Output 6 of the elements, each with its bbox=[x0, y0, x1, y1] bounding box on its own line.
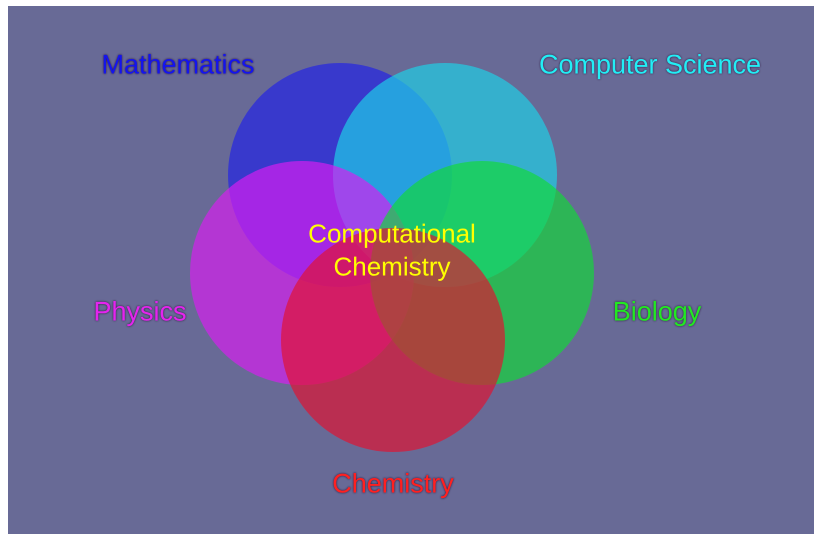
circle-label: Mathematics bbox=[101, 50, 255, 80]
circle-label: Chemistry bbox=[332, 468, 454, 500]
circle-label: Computer Science bbox=[538, 50, 762, 80]
center-label: Computational Chemistry bbox=[307, 218, 477, 282]
circle-label: Physics bbox=[93, 296, 187, 328]
circle-label: Biology bbox=[612, 296, 702, 328]
